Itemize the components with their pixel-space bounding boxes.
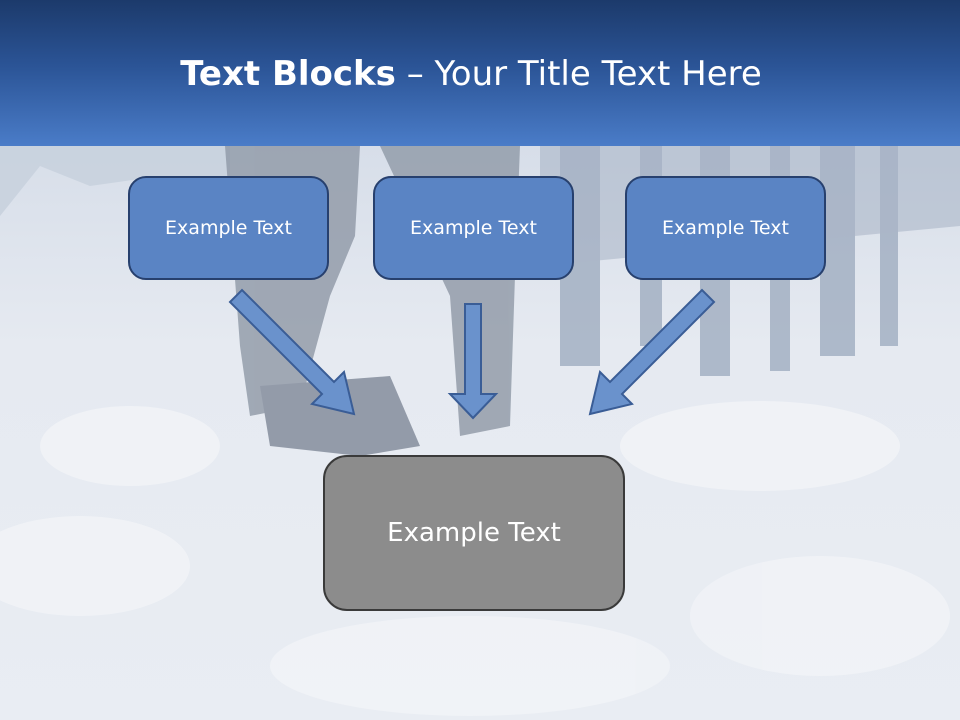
title-bold: Text Blocks <box>180 54 396 94</box>
text-block-3[interactable]: Example Text <box>625 176 826 280</box>
arrow-center-down <box>447 303 499 420</box>
title-rest: Your Title Text Here <box>434 54 762 94</box>
text-block-2-label: Example Text <box>410 217 537 239</box>
title-bar: Text Blocks – Your Title Text Here <box>0 0 960 146</box>
arrow-left-diagonal <box>228 288 356 416</box>
text-block-3-label: Example Text <box>662 217 789 239</box>
text-block-2[interactable]: Example Text <box>373 176 574 280</box>
arrow-right-diagonal <box>588 288 716 416</box>
text-block-1[interactable]: Example Text <box>128 176 329 280</box>
text-block-1-label: Example Text <box>165 217 292 239</box>
title-separator: – <box>395 54 435 94</box>
slide-title: Text Blocks – Your Title Text Here <box>0 52 942 96</box>
result-block-label: Example Text <box>387 518 561 548</box>
result-block[interactable]: Example Text <box>323 455 625 611</box>
